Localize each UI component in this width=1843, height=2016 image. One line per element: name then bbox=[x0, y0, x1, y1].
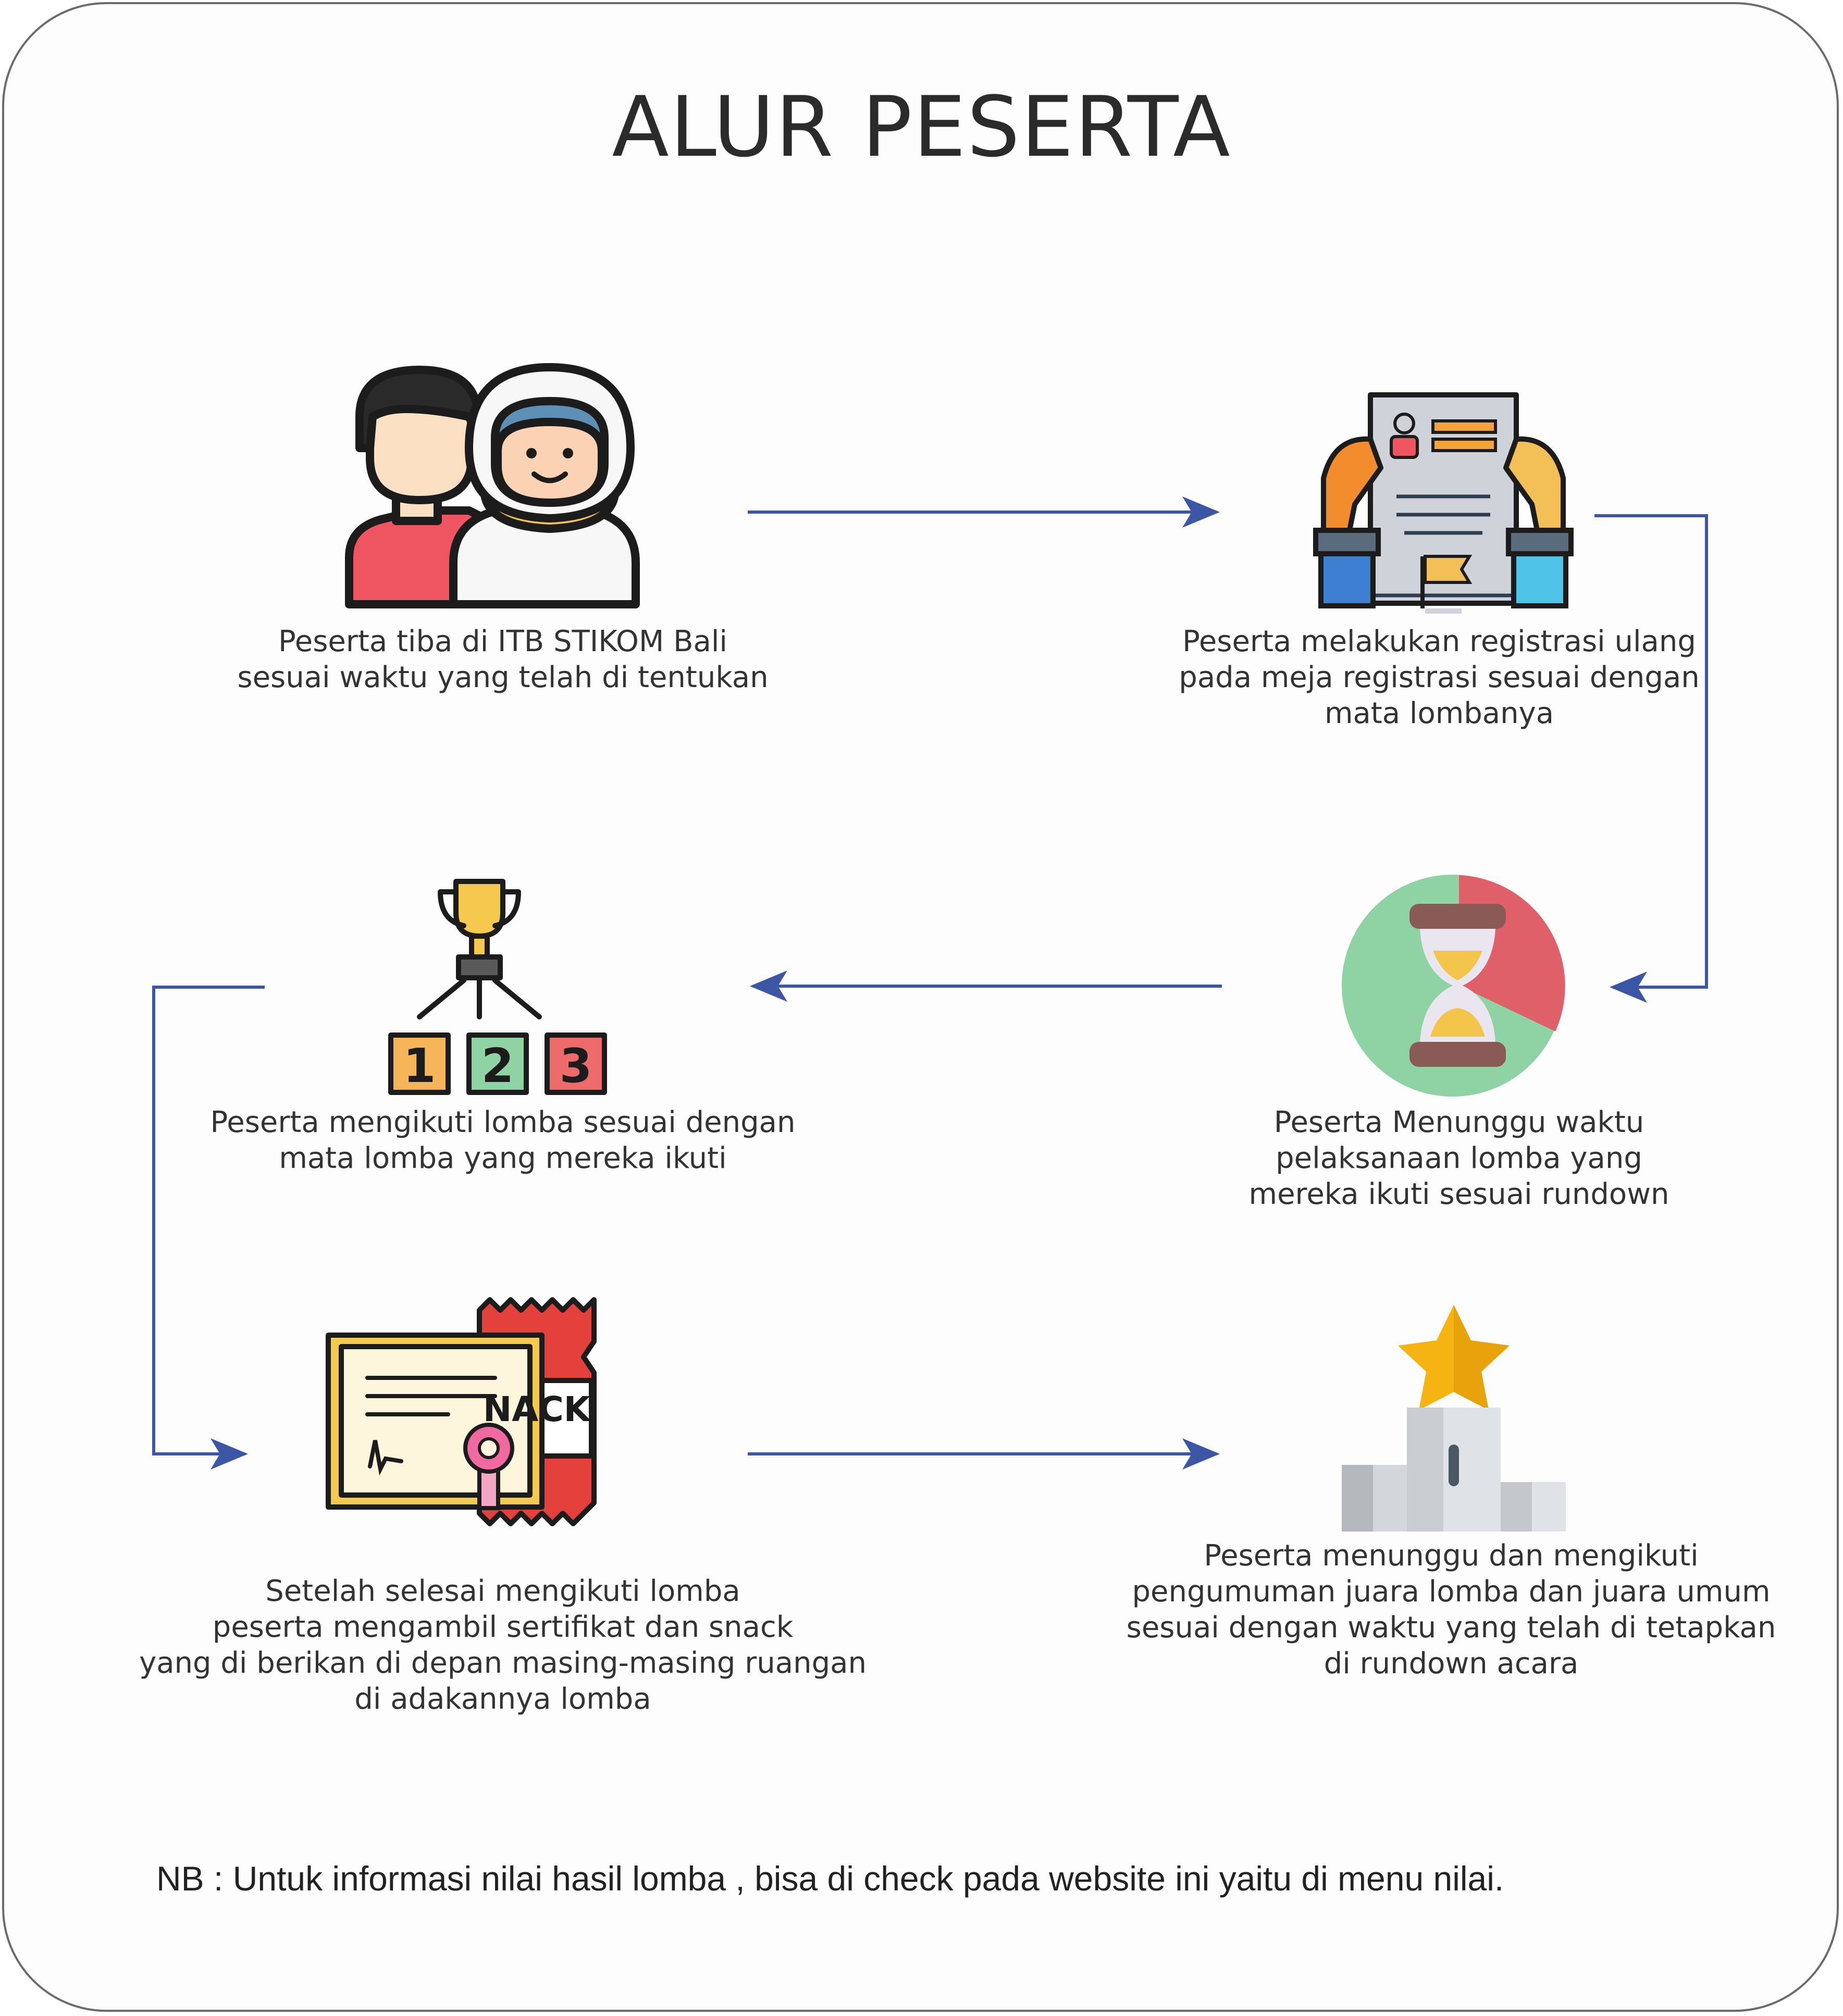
rank-number-3: 3 bbox=[560, 1039, 592, 1093]
arrow-compete-to-certificate bbox=[152, 986, 265, 1470]
step-announcement-line-1: Peserta menunggu dan mengikuti bbox=[1204, 1539, 1699, 1573]
step-wait-line-1: Peserta Menunggu waktu bbox=[1273, 1105, 1644, 1139]
step-arrive-line-1: Peserta tiba di ITB STIKOM Bali bbox=[278, 625, 727, 658]
step-certificate-text: Setelah selesai mengikuti lomba peserta … bbox=[130, 1573, 875, 1717]
hourglass-timer-icon bbox=[1342, 875, 1565, 1097]
step-compete-line-2: mata lomba yang mereka ikuti bbox=[279, 1141, 727, 1175]
rank-number-1: 1 bbox=[403, 1039, 436, 1093]
certificate-snack-icon: NACK bbox=[326, 1297, 597, 1526]
step-arrive-line-2: sesuai waktu yang telah di tentukan bbox=[237, 661, 769, 694]
registration-document-icon bbox=[1313, 392, 1574, 614]
diagram-title: ALUR PESERTA bbox=[612, 78, 1231, 176]
step-registration-line-2: pada meja registrasi sesuai dengan bbox=[1179, 661, 1700, 694]
footnote: NB : Untuk informasi nilai hasil lomba ,… bbox=[156, 1859, 1504, 1898]
step-certificate-line-2: peserta mengambil sertifikat dan snack bbox=[212, 1610, 794, 1644]
step-compete-line-1: Peserta mengikuti lomba sesuai dengan bbox=[210, 1105, 796, 1139]
step-wait-line-2: pelaksanaan lomba yang bbox=[1276, 1141, 1642, 1175]
participants-icon bbox=[345, 363, 640, 608]
ranking-trophy-icon: 1 2 3 bbox=[388, 879, 607, 1095]
rank-number-2: 2 bbox=[481, 1039, 514, 1093]
step-wait-text: Peserta Menunggu waktu pelaksanaan lomba… bbox=[1214, 1104, 1704, 1212]
step-compete-text: Peserta mengikuti lomba sesuai dengan ma… bbox=[208, 1104, 797, 1176]
step-arrive-text: Peserta tiba di ITB STIKOM Bali sesuai w… bbox=[229, 624, 776, 695]
step-announcement-line-4: di rundown acara bbox=[1324, 1647, 1579, 1681]
step-certificate-line-3: yang di berikan di depan masing-masing r… bbox=[139, 1646, 867, 1680]
step-certificate-line-4: di adakannya lomba bbox=[354, 1682, 651, 1716]
step-certificate-line-1: Setelah selesai mengikuti lomba bbox=[265, 1574, 740, 1608]
step-announcement-line-3: sesuai dengan waktu yang telah di tetapk… bbox=[1126, 1611, 1776, 1645]
step-wait-line-3: mereka ikuti sesuai rundown bbox=[1248, 1177, 1669, 1211]
snack-label: NACK bbox=[483, 1389, 592, 1429]
step-announcement-line-2: pengumuman juara lomba dan juara umum bbox=[1132, 1575, 1771, 1609]
podium-star-icon bbox=[1342, 1305, 1566, 1532]
step-announcement-text: Peserta menunggu dan mengikuti pengumuma… bbox=[1120, 1538, 1782, 1682]
step-registration-line-3: mata lombanya bbox=[1324, 696, 1554, 730]
step-registration-line-1: Peserta melakukan registrasi ulang bbox=[1182, 625, 1696, 658]
step-registration-text: Peserta melakukan registrasi ulang pada … bbox=[1179, 624, 1700, 731]
arrow-registration-to-wait bbox=[1594, 514, 1708, 1003]
